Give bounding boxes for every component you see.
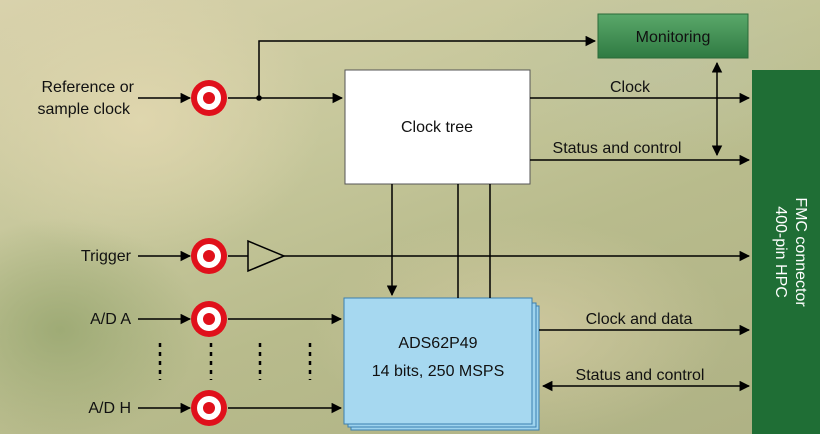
status-control-top-label: Status and control <box>553 140 682 157</box>
status-control-bottom-label: Status and control <box>576 367 705 384</box>
ref-clock-label-line1: Reference or <box>42 79 135 96</box>
ad-h-connector-icon <box>191 390 227 426</box>
fmc-label-line2: 400-pin HPC <box>772 206 789 298</box>
fmc-label-line1: FMC connector <box>792 197 809 307</box>
trigger-buffer-icon <box>247 239 286 273</box>
adc-block-stack <box>343 297 540 431</box>
clock-and-data-label: Clock and data <box>586 311 693 328</box>
ad-a-label: A/D A <box>90 311 131 328</box>
monitoring-feed-line <box>258 35 597 98</box>
monitoring-label: Monitoring <box>636 29 711 46</box>
trigger-label: Trigger <box>81 248 132 265</box>
trigger-connector-icon <box>191 238 227 274</box>
ref-clock-label-line2: sample clock <box>38 101 131 118</box>
clock-signal-label: Clock <box>610 79 651 96</box>
adc-label-line2: 14 bits, 250 MSPS <box>372 363 505 380</box>
ad-h-label: A/D H <box>88 400 131 417</box>
clock-tree-label: Clock tree <box>401 119 473 136</box>
fmc-connector-block <box>752 70 820 434</box>
clock-tree-block <box>344 69 531 185</box>
adc-label-line1: ADS62P49 <box>398 335 477 352</box>
ad-a-connector-icon <box>191 301 227 337</box>
channel-ellipsis-dots <box>158 343 312 380</box>
monitoring-block <box>597 13 749 59</box>
ref-clock-connector-icon <box>191 80 227 116</box>
